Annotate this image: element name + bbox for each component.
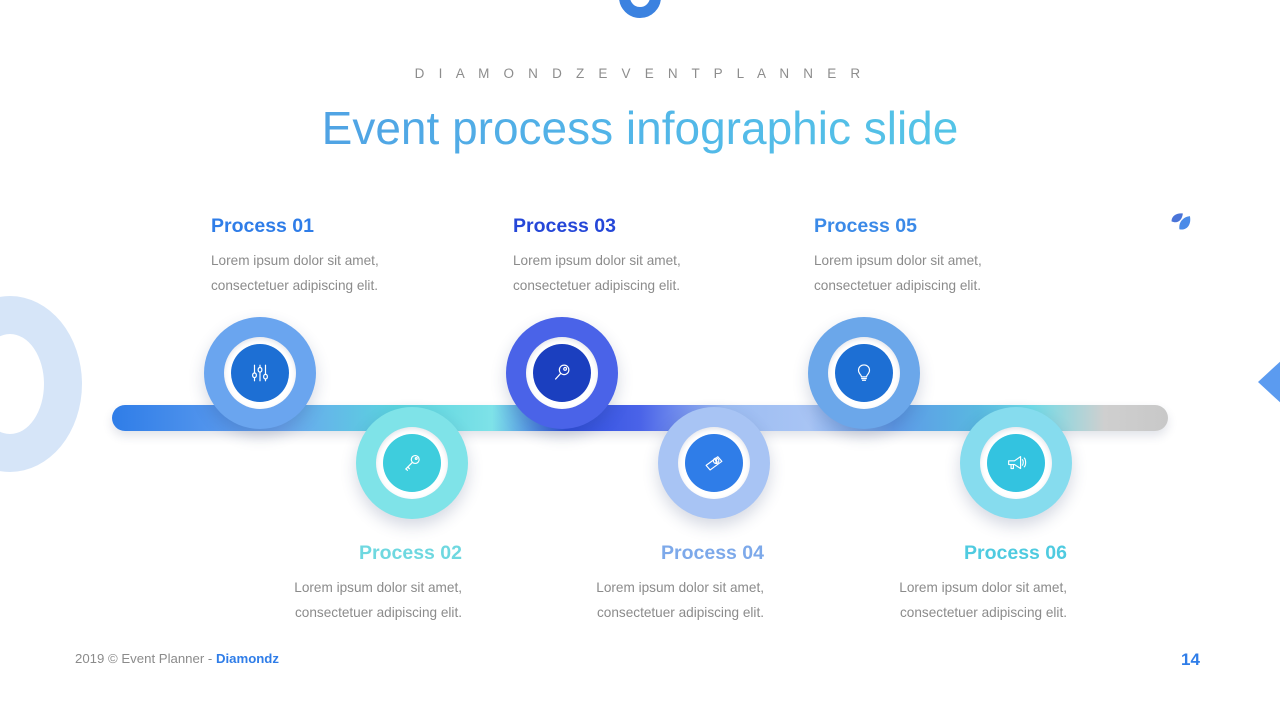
process-body-line-2: consectetuer adipiscing elit. bbox=[597, 605, 764, 620]
page-title: Event process infographic slide bbox=[0, 96, 1280, 160]
sliders-icon bbox=[249, 362, 271, 384]
donut-ring-decoration-left bbox=[0, 296, 82, 472]
node-ring-05 bbox=[828, 337, 900, 409]
process-body-04: Lorem ipsum dolor sit amet, consectetuer… bbox=[514, 575, 764, 625]
process-block-03: Process 03 Lorem ipsum dolor sit amet, c… bbox=[513, 215, 763, 298]
timeline-node-06[interactable] bbox=[960, 407, 1072, 519]
footer-copyright-text: 2019 © Event Planner - bbox=[75, 651, 216, 666]
timeline-node-01[interactable] bbox=[204, 317, 316, 429]
process-block-01: Process 01 Lorem ipsum dolor sit amet, c… bbox=[211, 215, 461, 298]
process-title-02: Process 02 bbox=[359, 542, 462, 564]
process-body-line-1: Lorem ipsum dolor sit amet, bbox=[814, 253, 982, 268]
node-ring-06 bbox=[980, 427, 1052, 499]
node-core-06 bbox=[987, 434, 1045, 492]
process-body-03: Lorem ipsum dolor sit amet, consectetuer… bbox=[513, 248, 763, 298]
node-core-02 bbox=[383, 434, 441, 492]
node-ring-03 bbox=[526, 337, 598, 409]
node-ring-02 bbox=[376, 427, 448, 499]
page-number: 14 bbox=[1181, 650, 1200, 669]
leaf-logo-icon bbox=[1168, 210, 1196, 238]
node-core-03 bbox=[533, 344, 591, 402]
process-body-line-1: Lorem ipsum dolor sit amet, bbox=[899, 580, 1067, 595]
process-body-01: Lorem ipsum dolor sit amet, consectetuer… bbox=[211, 248, 461, 298]
timeline-node-04[interactable] bbox=[658, 407, 770, 519]
process-title-03: Process 03 bbox=[513, 215, 616, 237]
node-ring-01 bbox=[224, 337, 296, 409]
process-title-06: Process 06 bbox=[964, 542, 1067, 564]
money-icon bbox=[703, 452, 725, 474]
footer-brand-name: Diamondz bbox=[215, 651, 279, 666]
node-core-01 bbox=[231, 344, 289, 402]
process-body-02: Lorem ipsum dolor sit amet, consectetuer… bbox=[212, 575, 462, 625]
footer-copyright: 2019 © Event Planner - Diamondz bbox=[75, 651, 279, 666]
megaphone-icon bbox=[1005, 452, 1027, 474]
node-core-04 bbox=[685, 434, 743, 492]
key-icon bbox=[401, 452, 423, 474]
eyebrow-label: D I A M O N D Z E V E N T P L A N N E R bbox=[414, 66, 866, 81]
process-body-line-1: Lorem ipsum dolor sit amet, bbox=[596, 580, 764, 595]
process-title-05: Process 05 bbox=[814, 215, 917, 237]
process-block-02: Process 02 Lorem ipsum dolor sit amet, c… bbox=[212, 542, 462, 625]
timeline-node-03[interactable] bbox=[506, 317, 618, 429]
timeline-node-02[interactable] bbox=[356, 407, 468, 519]
process-body-line-1: Lorem ipsum dolor sit amet, bbox=[294, 580, 462, 595]
timeline-node-05[interactable] bbox=[808, 317, 920, 429]
process-block-06: Process 06 Lorem ipsum dolor sit amet, c… bbox=[817, 542, 1067, 625]
process-body-line-2: consectetuer adipiscing elit. bbox=[900, 605, 1067, 620]
process-body-line-2: consectetuer adipiscing elit. bbox=[295, 605, 462, 620]
process-body-line-1: Lorem ipsum dolor sit amet, bbox=[513, 253, 681, 268]
process-title-01: Process 01 bbox=[211, 215, 314, 237]
triangle-arrow-decoration-right bbox=[1258, 358, 1280, 406]
donut-ring-decoration-top bbox=[619, 0, 661, 18]
node-ring-04 bbox=[678, 427, 750, 499]
process-block-05: Process 05 Lorem ipsum dolor sit amet, c… bbox=[814, 215, 1064, 298]
process-body-line-2: consectetuer adipiscing elit. bbox=[814, 278, 981, 293]
process-body-line-1: Lorem ipsum dolor sit amet, bbox=[211, 253, 379, 268]
process-body-line-2: consectetuer adipiscing elit. bbox=[211, 278, 378, 293]
process-block-04: Process 04 Lorem ipsum dolor sit amet, c… bbox=[514, 542, 764, 625]
process-title-04: Process 04 bbox=[661, 542, 764, 564]
node-core-05 bbox=[835, 344, 893, 402]
process-body-06: Lorem ipsum dolor sit amet, consectetuer… bbox=[817, 575, 1067, 625]
process-body-05: Lorem ipsum dolor sit amet, consectetuer… bbox=[814, 248, 1064, 298]
search-icon bbox=[551, 362, 573, 384]
lightbulb-icon bbox=[853, 362, 875, 384]
process-body-line-2: consectetuer adipiscing elit. bbox=[513, 278, 680, 293]
